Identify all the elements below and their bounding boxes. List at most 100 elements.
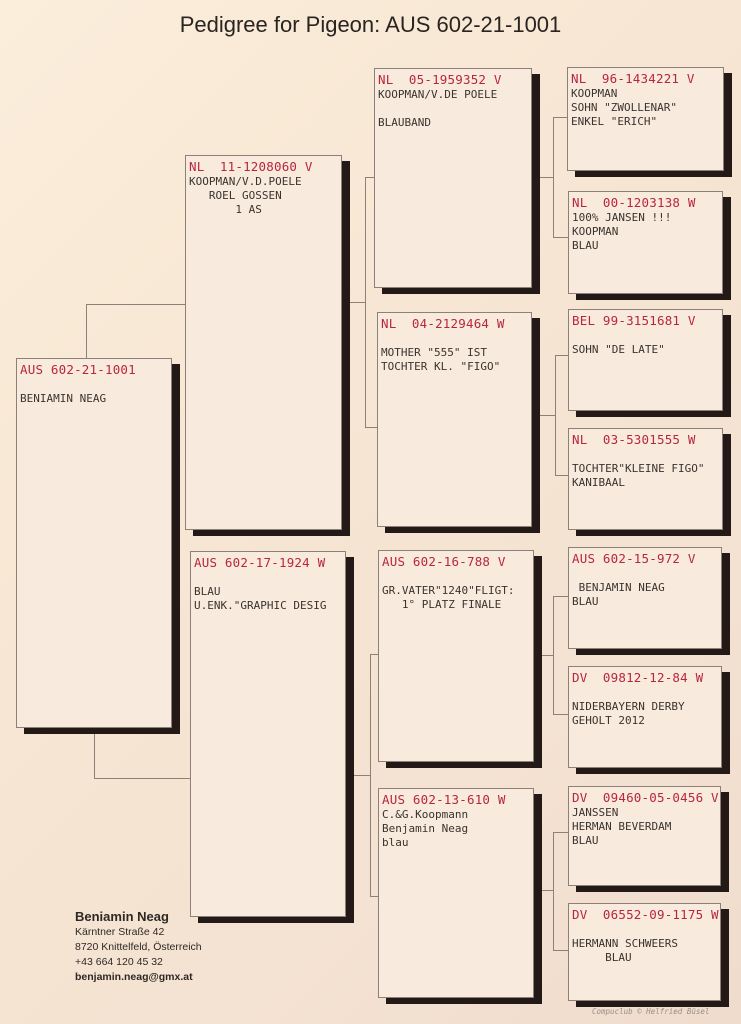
ring-number: BEL 99-3151681 V xyxy=(572,313,696,328)
info-line: NIDERBAYERN DERBY xyxy=(572,700,685,713)
pigeon-card-great-grandparent[interactable]: BEL 99-3151681 V SOHN "DE LATE" xyxy=(568,309,723,411)
pigeon-card-grandparent[interactable]: AUS 602-16-788 V GR.VATER"1240"FLIGT: 1°… xyxy=(378,550,534,762)
connector xyxy=(534,890,553,891)
connector xyxy=(553,832,568,833)
info-line: BLAU xyxy=(572,834,599,847)
info-line: 100% JANSEN !!! xyxy=(572,211,672,224)
ring-number: DV 09460-05-0456 V xyxy=(572,790,719,805)
info-line: BLAUBAND xyxy=(378,116,431,129)
ring-number: NL 05-1959352 V xyxy=(378,72,502,87)
pigeon-card-dam[interactable]: AUS 602-17-1924 W BLAU U.ENK."GRAPHIC DE… xyxy=(190,551,346,917)
info-line xyxy=(194,571,342,585)
info-line: KOOPMAN/V.DE POELE xyxy=(378,88,498,101)
info-line: BLAU xyxy=(194,585,221,598)
pigeon-card-great-grandparent[interactable]: DV 06552-09-1175 W HERMANN SCHWEERS BLAU xyxy=(568,903,721,1001)
pigeon-card-grandparent[interactable]: NL 05-1959352 V KOOPMAN/V.DE POELE BLAUB… xyxy=(374,68,532,288)
owner-name: Beniamin Neag xyxy=(75,909,169,924)
info-line: BLAU xyxy=(572,239,599,252)
pigeon-card-grandparent[interactable]: AUS 602-13-610 W C.&G.Koopmann Benjamin … xyxy=(378,788,534,998)
info-line: C.&G.Koopmann xyxy=(382,808,469,821)
ring-number: AUS 602-13-610 W xyxy=(382,792,506,807)
pigeon-card-grandparent[interactable]: NL 04-2129464 W MOTHER "555" IST TOCHTER… xyxy=(377,312,532,527)
ring-number: AUS 602-16-788 V xyxy=(382,554,506,569)
connector xyxy=(94,728,95,778)
connector xyxy=(553,832,554,950)
owner-phone: +43 664 120 45 32 xyxy=(75,956,163,968)
info-line xyxy=(20,378,168,392)
owner-contact: Beniamin Neag Kärntner Straße 42 8720 Kn… xyxy=(75,908,202,985)
ring-number: AUS 602-15-972 V xyxy=(572,551,696,566)
pigeon-card-great-grandparent[interactable]: DV 09460-05-0456 V JANSSEN HERMAN BEVERD… xyxy=(568,786,721,886)
info-line: Benjamin Neag xyxy=(382,822,469,835)
connector xyxy=(553,117,568,118)
owner-city: 8720 Knittelfeld, Österreich xyxy=(75,941,202,953)
ring-number: DV 06552-09-1175 W xyxy=(572,907,719,922)
connector xyxy=(365,177,375,178)
connector xyxy=(532,177,553,178)
info-line: blau xyxy=(382,836,409,849)
connector xyxy=(553,237,568,238)
info-line: GEHOLT 2012 xyxy=(572,714,645,727)
connector xyxy=(555,475,568,476)
pigeon-card-great-grandparent[interactable]: NL 00-1203138 W 100% JANSEN !!! KOOPMAN … xyxy=(568,191,723,294)
connector xyxy=(532,415,555,416)
info-line: HERMAN BEVERDAM xyxy=(572,820,672,833)
info-line: GR.VATER"1240"FLIGT: xyxy=(382,584,515,597)
info-line: KOOPMAN xyxy=(572,225,619,238)
info-line: KOOPMAN xyxy=(571,87,618,100)
info-line xyxy=(572,686,718,700)
ring-number: NL 04-2129464 W xyxy=(381,316,505,331)
connector xyxy=(94,778,194,779)
info-line: HERMANN SCHWEERS xyxy=(572,937,678,950)
connector xyxy=(370,654,380,655)
info-line: MOTHER "555" IST xyxy=(381,346,487,359)
info-line xyxy=(381,332,528,346)
info-line xyxy=(572,329,719,343)
pigeon-card-great-grandparent[interactable]: AUS 602-15-972 V BENJAMIN NEAG BLAU xyxy=(568,547,722,649)
connector xyxy=(365,427,378,428)
info-line: JANSSEN xyxy=(572,806,619,819)
info-line: ENKEL "ERICH" xyxy=(571,115,658,128)
pigeon-card-sire[interactable]: NL 11-1208060 V KOOPMAN/V.D.POELE ROEL G… xyxy=(185,155,342,530)
connector xyxy=(555,355,568,356)
connector xyxy=(342,302,365,303)
info-line: KANIBAAL xyxy=(572,476,625,489)
info-line: 1 AS xyxy=(189,203,262,216)
pigeon-card-subject[interactable]: AUS 602-21-1001 BENIAMIN NEAG xyxy=(16,358,172,728)
info-line: KOOPMAN/V.D.POELE xyxy=(189,175,302,188)
info-line: BENJAMIN NEAG xyxy=(572,581,665,594)
info-line: BLAU xyxy=(572,951,632,964)
info-line xyxy=(382,570,530,584)
owner-street: Kärntner Straße 42 xyxy=(75,926,165,938)
page-title: Pedigree for Pigeon: AUS 602-21-1001 xyxy=(179,12,562,37)
connector xyxy=(555,355,556,475)
ring-number: NL 00-1203138 W xyxy=(572,195,696,210)
ring-number: DV 09812-12-84 W xyxy=(572,670,704,685)
connector xyxy=(553,950,568,951)
connector xyxy=(365,177,366,427)
connector xyxy=(86,304,87,358)
info-line xyxy=(378,102,528,116)
pigeon-card-great-grandparent[interactable]: NL 96-1434221 V KOOPMAN SOHN "ZWOLLENAR"… xyxy=(567,67,724,171)
connector xyxy=(346,775,370,776)
connector xyxy=(553,117,554,237)
pigeon-card-great-grandparent[interactable]: NL 03-5301555 W TOCHTER"KLEINE FIGO" KAN… xyxy=(568,428,723,530)
info-line xyxy=(572,448,719,462)
ring-number: NL 96-1434221 V xyxy=(571,71,695,86)
connector xyxy=(553,714,568,715)
software-credit: Compuclub © Helfried Büsel xyxy=(592,1007,710,1016)
connector xyxy=(370,896,380,897)
info-line: TOCHTER"KLEINE FIGO" xyxy=(572,462,705,475)
owner-email[interactable]: benjamin.neag@gmx.at xyxy=(75,971,193,983)
info-line: U.ENK."GRAPHIC DESIG xyxy=(194,599,327,612)
connector xyxy=(553,596,568,597)
connector xyxy=(370,654,371,896)
connector xyxy=(534,655,553,656)
info-line: SOHN "ZWOLLENAR" xyxy=(571,101,677,114)
info-line: TOCHTER KL. "FIGO" xyxy=(381,360,501,373)
connector xyxy=(553,596,554,714)
info-line: ROEL GOSSEN xyxy=(189,189,282,202)
info-line xyxy=(572,923,717,937)
ring-number: NL 11-1208060 V xyxy=(189,159,313,174)
pigeon-card-great-grandparent[interactable]: DV 09812-12-84 W NIDERBAYERN DERBY GEHOL… xyxy=(568,666,722,768)
